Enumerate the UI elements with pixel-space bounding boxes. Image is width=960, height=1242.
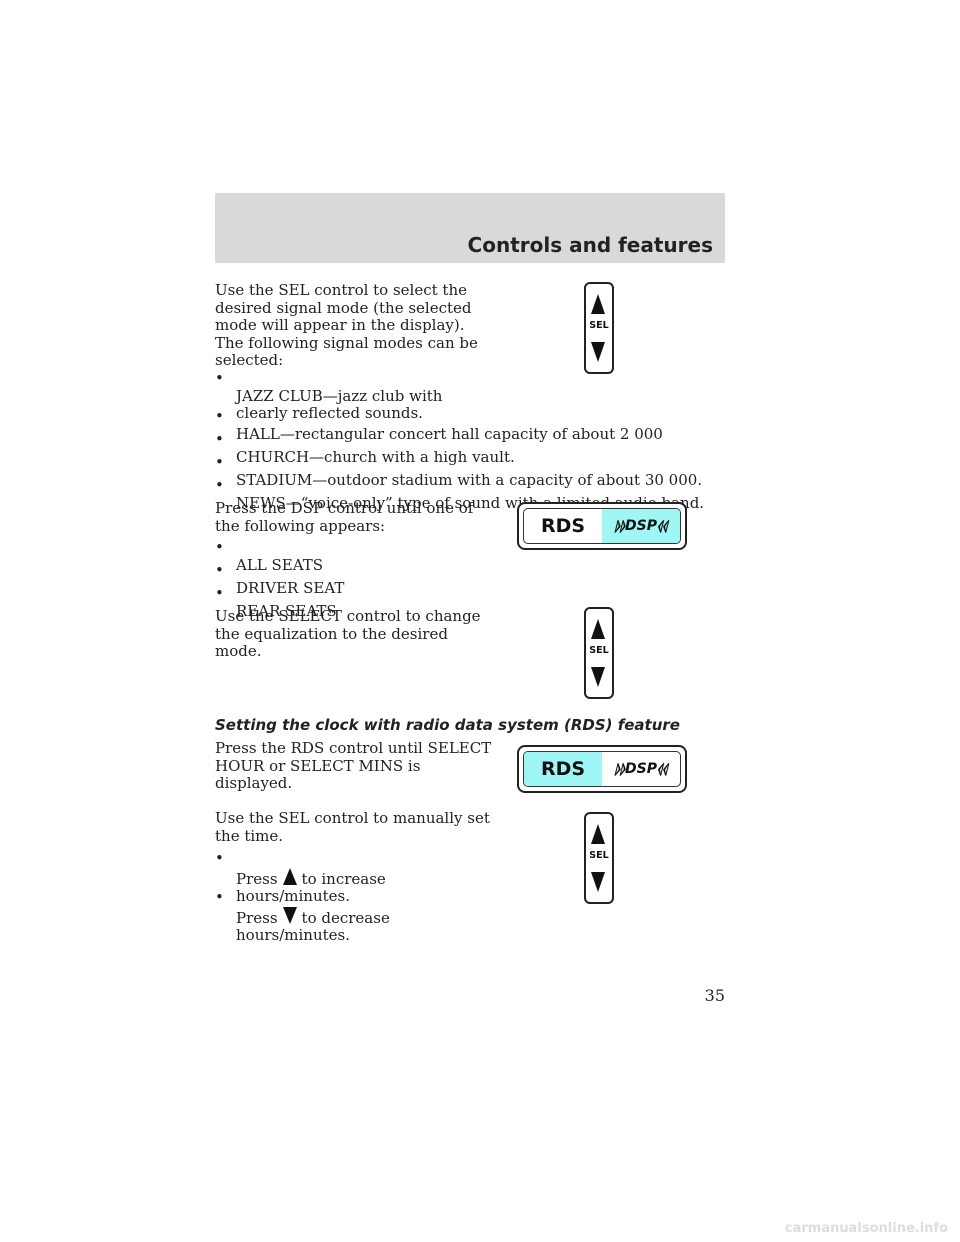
mode-item-church: •CHURCH—church with a high vault. [215,430,515,466]
down-arrow-icon [282,906,297,924]
bullet: • [215,476,224,494]
dsp-indicator-left-icon: ⦊⦊ [614,518,626,534]
up-arrow-icon [591,619,605,639]
bullet: • [215,538,224,556]
bullet: • [215,584,224,602]
mode-item-hall: •HALL—rectangular concert hall capacity … [215,407,663,443]
down-arrow-icon [591,667,605,687]
bullet: • [215,430,224,448]
seat-item-rear: •REAR SEATS [215,584,337,620]
intro-paragraph: Use the SEL control to select the desire… [215,281,478,369]
dsp-paragraph: Press the DSP control until one of the f… [215,499,474,535]
sel-label: SEL [589,850,609,861]
rds-button[interactable]: RDS [524,752,602,786]
mode-item-stadium: •STADIUM—outdoor stadium with a capacity… [215,453,703,489]
select-paragraph: Use the SELECT control to change the equ… [215,607,481,660]
section-header-bar: Controls and features [215,193,725,263]
up-arrow-icon [591,294,605,314]
section-title: Controls and features [467,233,713,257]
bullet: • [215,407,224,425]
bullet: • [215,561,224,579]
rds-dsp-panel-dsp-highlighted[interactable]: RDS ⦊⦊DSP⦉⦉ [517,502,687,550]
dsp-indicator-right-icon: ⦉⦉ [656,518,668,534]
dsp-button[interactable]: ⦊⦊DSP⦉⦉ [614,761,668,777]
sel-label: SEL [589,645,609,656]
bullet: • [215,453,224,471]
page-number: 35 [704,986,725,1005]
bullet: • [215,888,224,906]
down-arrow-icon [591,872,605,892]
sel-control-2[interactable]: SEL [584,607,614,699]
section-heading-rds-clock: Setting the clock with radio data system… [215,716,680,734]
rds-paragraph: Press the RDS control until SELECT HOUR … [215,739,492,792]
sel-control-1[interactable]: SEL [584,282,614,374]
watermark: carmanualsonline.info [784,1221,948,1236]
sel-label: SEL [589,320,609,331]
bullet: • [215,369,224,387]
seat-item-all: •ALL SEATS [215,538,324,574]
rds-button[interactable]: RDS [540,515,586,537]
dsp-button[interactable]: ⦊⦊DSP⦉⦉ [602,509,680,543]
sel-control-3[interactable]: SEL [584,812,614,904]
down-arrow-icon [591,342,605,362]
rds-dsp-panel-rds-highlighted[interactable]: RDS ⦊⦊DSP⦉⦉ [517,745,687,793]
set-time-paragraph: Use the SEL control to manually set the … [215,809,490,845]
up-arrow-icon [591,824,605,844]
seat-item-driver: •DRIVER SEAT [215,561,345,597]
up-arrow-icon [282,867,297,885]
dsp-indicator-right-icon: ⦉⦉ [656,761,668,777]
bullet: • [215,849,224,867]
mode-item-jazz-club: •JAZZ CLUB—jazz club with clearly reflec… [215,369,443,422]
dsp-indicator-left-icon: ⦊⦊ [614,761,626,777]
